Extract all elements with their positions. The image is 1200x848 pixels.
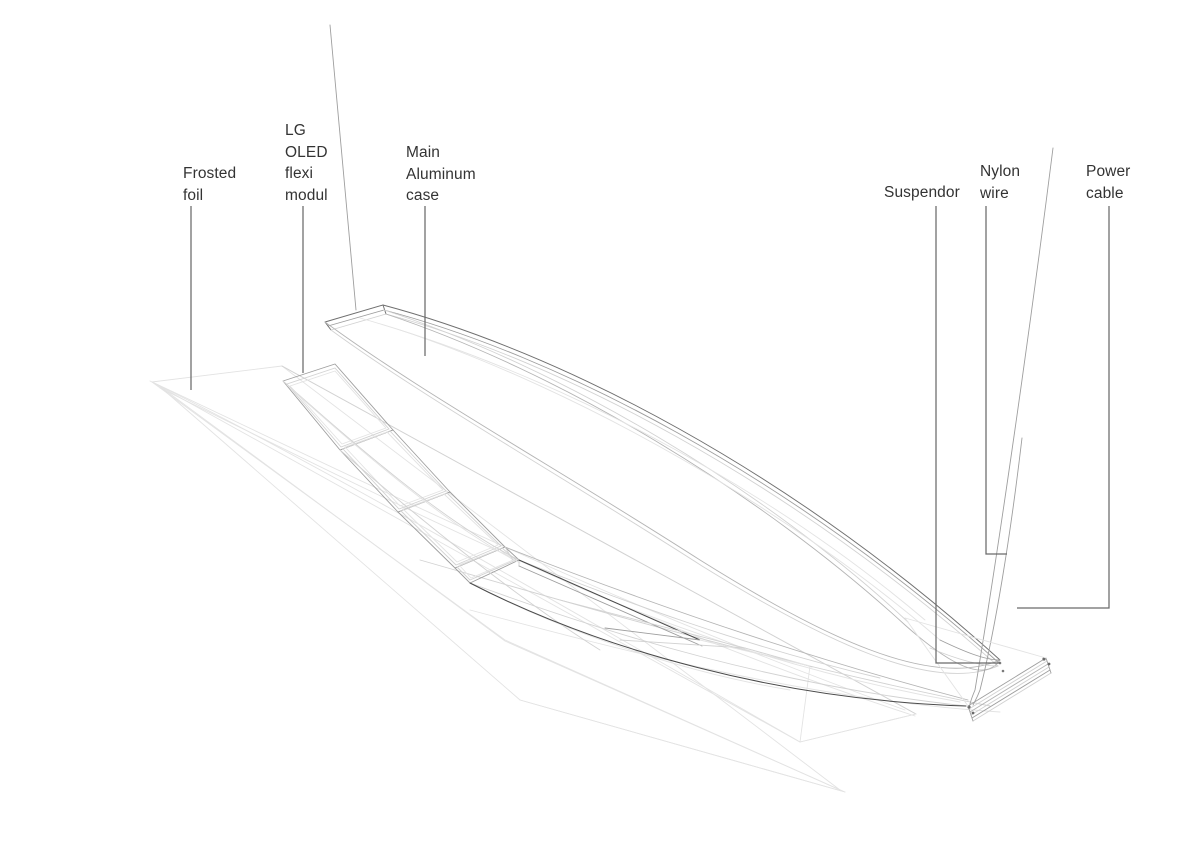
ghost-reflection-curves [150, 381, 1000, 792]
label-frosted-foil: Frosted foil [183, 165, 237, 204]
internal-struts [470, 560, 966, 706]
wire-anchor-b [1001, 669, 1005, 673]
oled-module-2 [340, 430, 450, 512]
oled-module-chain [283, 364, 968, 706]
nylon-wire-pair [330, 25, 1053, 705]
leader-nylon-wire [985, 206, 1007, 555]
label-main-aluminum-case: Main Aluminum case [406, 144, 476, 204]
oled-module-1 [283, 364, 393, 450]
suspendor-endcap [905, 618, 1051, 721]
label-suspendor: Suspendor [884, 184, 960, 201]
endcap-node-right2 [1047, 662, 1051, 666]
leader-power-cable [1017, 206, 1110, 609]
aluminum-case-shell [325, 305, 1000, 674]
label-power-cable: Power cable [1086, 163, 1131, 202]
label-lg-oled-flexi-modul: LG OLED flexi modul [285, 122, 328, 204]
endcap-node-right [1042, 657, 1046, 661]
leader-suspendor [935, 206, 1000, 664]
oled-module-4 [455, 547, 519, 583]
leader-lines [190, 206, 1110, 664]
endcap-node-left2 [971, 711, 975, 715]
label-nylon-wire: Nylon wire [980, 163, 1021, 202]
